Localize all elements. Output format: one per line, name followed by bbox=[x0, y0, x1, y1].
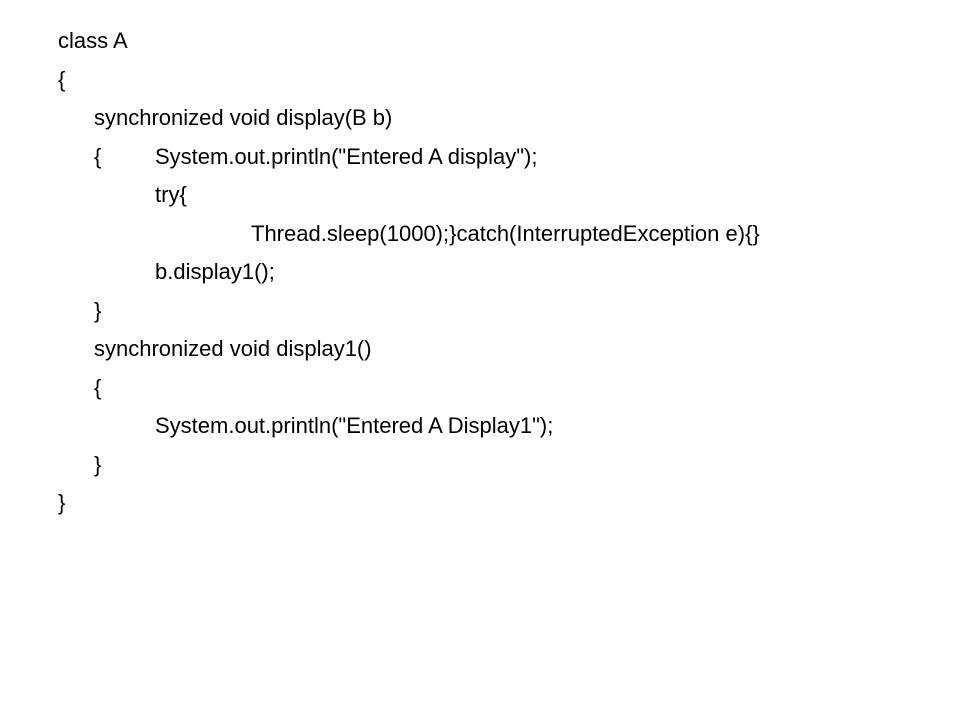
code-line: b.display1(); bbox=[58, 253, 938, 292]
code-line: } bbox=[58, 292, 938, 331]
code-line: } bbox=[58, 484, 938, 523]
code-line: synchronized void display(B b) bbox=[58, 99, 938, 138]
code-text: } bbox=[58, 490, 66, 515]
code-line: { System.out.println("Entered A display"… bbox=[58, 138, 938, 177]
code-line: synchronized void display1() bbox=[58, 330, 938, 369]
code-text: class A bbox=[58, 28, 128, 53]
code-text: System.out.println("Entered A Display1")… bbox=[155, 413, 554, 438]
code-line: { bbox=[58, 61, 938, 100]
code-text: synchronized void display1() bbox=[94, 336, 372, 361]
code-text: { bbox=[58, 66, 66, 92]
code-text: b.display1(); bbox=[155, 259, 275, 284]
code-line: } bbox=[58, 446, 938, 485]
code-text: { bbox=[94, 374, 102, 400]
code-text: try{ bbox=[155, 182, 187, 207]
code-block: class A { synchronized void display(B b)… bbox=[58, 22, 938, 523]
code-text: synchronized void display(B b) bbox=[94, 105, 393, 130]
code-text: } bbox=[94, 297, 102, 323]
code-text: System.out.println("Entered A display"); bbox=[155, 143, 538, 169]
code-line: class A bbox=[58, 22, 938, 61]
code-line: { bbox=[58, 369, 938, 408]
code-line: try{ bbox=[58, 176, 938, 215]
code-line: System.out.println("Entered A Display1")… bbox=[58, 407, 938, 446]
code-text: Thread.sleep(1000);}catch(InterruptedExc… bbox=[251, 220, 760, 246]
code-text: { bbox=[94, 143, 102, 169]
code-line: Thread.sleep(1000);}catch(InterruptedExc… bbox=[58, 215, 938, 254]
code-text: } bbox=[94, 451, 102, 477]
